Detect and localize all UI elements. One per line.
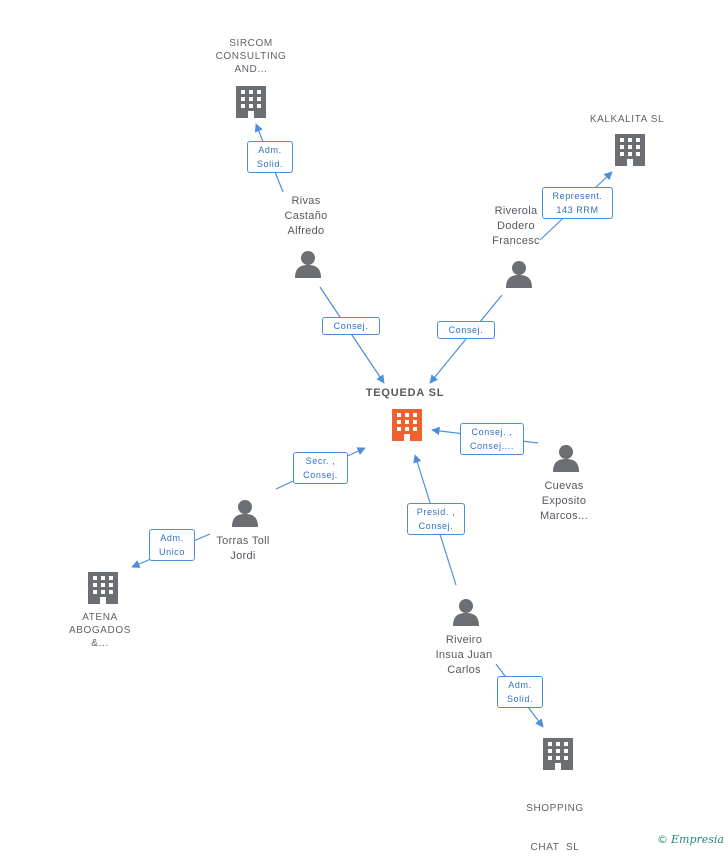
edge-label-rivas-center: Consej. (322, 317, 380, 335)
person-label-cuevas[interactable]: Cuevas Exposito Marcos... (540, 480, 588, 522)
edge-label-rivas-sircom: Adm.Solid. (247, 141, 293, 173)
person-icon (506, 261, 532, 288)
edge-rivas-center (319, 286, 385, 384)
building-icon (392, 409, 422, 441)
edge-label-cuevas-center: Consej. ,Consej.... (460, 423, 524, 455)
person-label-torras[interactable]: Torras Toll Jordi (216, 535, 270, 562)
person-icon (295, 251, 321, 278)
company-label-atena[interactable]: ATENA ABOGADOS &... (68, 612, 132, 649)
building-icon (236, 86, 266, 118)
person-label-riveiro[interactable]: Riveiro Insua Juan Carlos (435, 634, 493, 676)
person-icon (453, 599, 479, 626)
brand-name: Empresia (671, 833, 724, 846)
edge-label-torras-atena: Adm.Unico (149, 529, 195, 561)
person-icon (232, 500, 258, 527)
edge-label-riverola-kalkalita: Represent.143 RRM (542, 187, 613, 219)
center-company-label[interactable]: TEQUEDA SL (365, 387, 445, 399)
edge-label-torras-center: Secr. ,Consej. (293, 452, 348, 484)
edge-label-riveiro-shopping: Adm.Solid. (497, 676, 543, 708)
company-label-shopping[interactable]: SHOPPING CHAT SL (526, 803, 584, 853)
empresia-logo: ©Empresia (657, 833, 724, 846)
company-label-sircom[interactable]: SIRCOM CONSULTING AND... (215, 38, 287, 75)
building-icon (88, 572, 118, 604)
copyright-icon: © (657, 833, 668, 846)
building-icon (615, 134, 645, 166)
edge-label-riverola-center: Consej. (437, 321, 495, 339)
person-label-rivas[interactable]: Rivas Castaño Alfredo (284, 195, 328, 237)
edge-label-riveiro-center: Presid. ,Consej. (407, 503, 465, 535)
edge-riverola-center (429, 294, 503, 384)
building-icon (543, 738, 573, 770)
company-label-kalkalita[interactable]: KALKALITA SL (589, 114, 665, 125)
person-label-riverola[interactable]: Riverola Dodero Francesc (492, 205, 540, 247)
person-icon (553, 445, 579, 472)
